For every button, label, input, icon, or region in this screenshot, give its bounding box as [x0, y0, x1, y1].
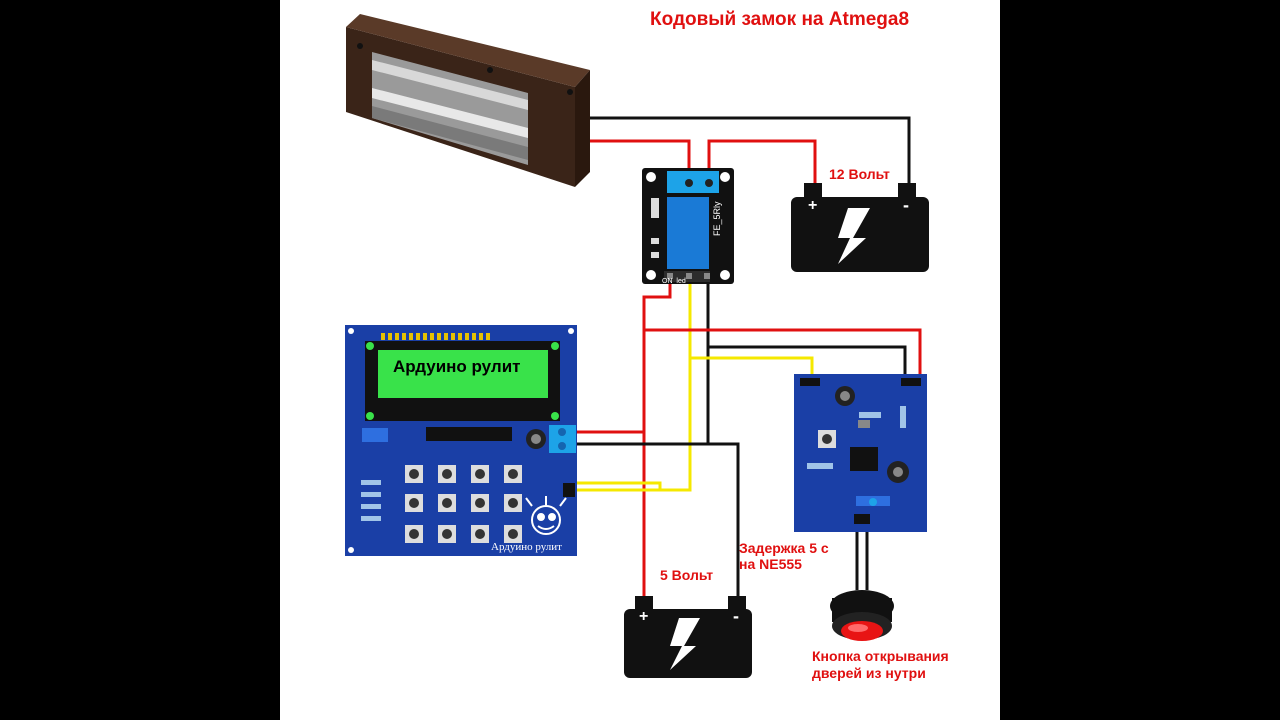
- battery-12v-plus-sign: +: [808, 197, 818, 214]
- wire-relay-signal: [575, 283, 692, 492]
- button-caption-line-1: Кнопка открывания: [812, 648, 949, 664]
- wire-signal-timer: [690, 356, 814, 380]
- relay-led-label: ON_led: [662, 278, 686, 285]
- push-button-icon: [830, 590, 894, 641]
- timer-board-icon: [794, 374, 927, 532]
- wire-vcc-timer: [644, 328, 922, 380]
- magnetic-lock-icon: [346, 14, 590, 187]
- diagram-title: Кодовый замок на Atmega8: [650, 9, 910, 30]
- battery-5v-minus-sign: -: [733, 606, 739, 626]
- wire-relay-vcc: [642, 283, 672, 600]
- delay-caption-line-1: Задержка 5 с: [739, 540, 829, 556]
- wire-gnd-timer: [708, 345, 907, 380]
- wire-lock-battery-minus: [582, 116, 911, 185]
- lcd-keypad-board-icon: [345, 325, 577, 556]
- battery-5v-icon: [624, 596, 752, 678]
- wires: [575, 116, 922, 600]
- delay-caption-line-2: на NE555: [739, 556, 802, 572]
- mascot-logo-icon: [525, 496, 567, 535]
- lcd-display-text: Ардуино рулит: [393, 357, 521, 376]
- wire-signal-keypad: [575, 481, 662, 490]
- battery-12v-minus-sign: -: [903, 195, 909, 215]
- keypad-buttons: [405, 465, 522, 543]
- button-caption-line-2: дверей из нутри: [812, 665, 926, 681]
- wire-relay-battery-plus: [707, 139, 817, 185]
- relay-module-icon: [642, 168, 734, 284]
- pcb-brand-text: Ардуино рулит: [491, 541, 562, 553]
- battery-12v-icon: [791, 183, 929, 272]
- button-caption: Кнопка открывания дверей из нутри: [812, 648, 949, 682]
- battery-5v-label: 5 Вольт: [660, 567, 714, 583]
- delay-caption: Задержка 5 с на NE555: [739, 540, 829, 572]
- relay-module-name: FE_5Rly: [712, 201, 722, 236]
- wire-gnd-rail: [576, 442, 740, 600]
- battery-12v-label: 12 Вольт: [829, 166, 890, 182]
- battery-5v-plus-sign: +: [639, 608, 649, 625]
